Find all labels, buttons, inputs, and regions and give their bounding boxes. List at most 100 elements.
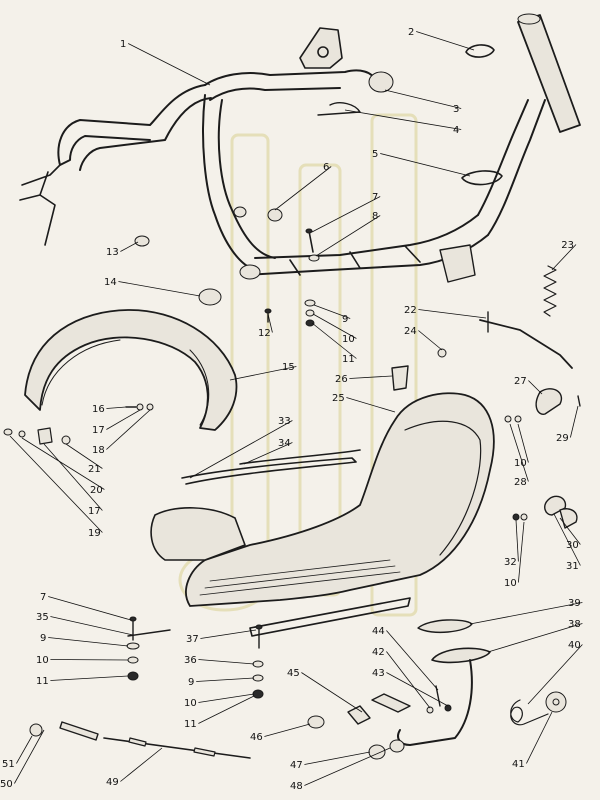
callout-label-c28: 28 — [514, 477, 527, 488]
callout-label-c16: 16 — [92, 404, 105, 415]
callout-label-c45: 45 — [287, 668, 300, 679]
main-frame — [19, 13, 581, 283]
callout-label-c10b: 10 — [514, 458, 527, 469]
leader-line-c27 — [528, 380, 543, 395]
callout-label-c3: 3 — [453, 104, 459, 115]
leader-line-c11c — [198, 695, 255, 724]
callout-label-c44: 44 — [372, 626, 385, 637]
callout-label-c10d: 10 — [36, 655, 49, 666]
callout-label-c17a: 17 — [92, 425, 105, 436]
callout-label-c8: 8 — [372, 211, 378, 222]
leader-line-c31 — [553, 513, 581, 566]
license-bracket-hardware — [3, 427, 71, 445]
callout-label-c40: 40 — [568, 640, 581, 651]
leader-line-c26 — [349, 375, 393, 379]
callout-label-c27: 27 — [514, 376, 527, 387]
leader-line-c21 — [65, 443, 103, 469]
leader-line-c38 — [487, 623, 583, 653]
callout-label-c48: 48 — [290, 781, 303, 792]
leader-line-c44 — [386, 630, 439, 691]
callout-label-c10e: 10 — [184, 698, 197, 709]
leader-line-c10b — [517, 423, 529, 463]
leader-line-c17b — [43, 443, 103, 511]
callout-label-c38: 38 — [568, 619, 581, 630]
callout-label-c21: 21 — [88, 464, 101, 475]
leader-line-c37 — [200, 629, 257, 639]
brake-rod-and-bolt — [29, 721, 251, 759]
leader-line-c5 — [380, 153, 471, 177]
callout-label-c37: 37 — [186, 634, 199, 645]
leader-line-c10a — [312, 313, 357, 339]
leader-line-c9b — [48, 637, 129, 647]
callout-label-c24: 24 — [404, 326, 417, 337]
leader-line-c2 — [416, 31, 475, 51]
leader-line-c49 — [120, 747, 163, 782]
leader-line-c45 — [301, 672, 363, 713]
callout-label-c43: 43 — [372, 668, 385, 679]
leader-line-c10d — [50, 659, 129, 661]
callout-label-c30: 30 — [566, 540, 579, 551]
callout-label-c12: 12 — [258, 328, 271, 339]
leader-line-c47 — [304, 751, 371, 765]
callout-label-c11b: 11 — [36, 676, 49, 687]
leg-shield-floorboard — [150, 392, 495, 637]
leader-line-c11a — [311, 322, 357, 359]
leader-line-c48 — [304, 747, 391, 786]
leader-line-c10c — [518, 521, 525, 583]
leader-line-c51 — [16, 735, 33, 764]
leader-line-c30 — [559, 517, 581, 545]
callout-label-c17b: 17 — [88, 506, 101, 517]
rear-fender — [24, 309, 238, 431]
callout-label-c18: 18 — [92, 445, 105, 456]
callout-label-c22: 22 — [404, 305, 417, 316]
callout-label-c9a: 9 — [342, 314, 348, 325]
leader-line-c9a — [313, 304, 351, 319]
leader-line-c3 — [384, 89, 462, 109]
callout-label-c47: 47 — [290, 760, 303, 771]
callout-label-c33: 33 — [278, 416, 291, 427]
callout-label-c19: 19 — [88, 528, 101, 539]
callout-label-c29: 29 — [556, 433, 569, 444]
callout-label-c15: 15 — [282, 362, 295, 373]
callout-label-c23: 23 — [561, 240, 574, 251]
small-hardware — [134, 44, 581, 529]
leader-line-c43 — [386, 672, 449, 707]
leader-line-c7a — [311, 196, 381, 233]
leader-line-c22 — [418, 309, 487, 319]
leader-line-c9c — [196, 677, 255, 682]
leader-line-c23 — [551, 244, 577, 271]
leader-line-c16 — [106, 406, 127, 409]
leader-line-c41 — [526, 711, 553, 764]
callout-label-c34: 34 — [278, 438, 291, 449]
leader-line-c32 — [515, 519, 519, 562]
callout-labels: 1234567891011121314151617181920211722232… — [0, 27, 581, 792]
callout-label-c26: 26 — [335, 374, 348, 385]
leader-line-c36 — [198, 659, 255, 665]
callout-label-c1: 1 — [120, 39, 126, 50]
leader-lines — [9, 31, 583, 786]
callout-label-c7b: 7 — [40, 592, 46, 603]
leader-line-c33 — [189, 420, 293, 479]
leader-line-c34 — [243, 442, 293, 465]
leader-line-c13 — [120, 241, 139, 252]
callout-label-c9c: 9 — [188, 677, 194, 688]
leader-line-c18 — [106, 409, 151, 450]
leader-line-c29 — [570, 405, 579, 438]
callout-label-c51: 51 — [2, 759, 15, 770]
callout-label-c13: 13 — [106, 247, 119, 258]
leader-line-c46 — [264, 723, 311, 737]
callout-label-c25: 25 — [332, 393, 345, 404]
leader-line-c39 — [469, 602, 583, 625]
callout-label-c50: 50 — [0, 779, 13, 790]
callout-label-c2: 2 — [408, 27, 414, 38]
callout-label-c10a: 10 — [342, 334, 355, 345]
callout-label-c46: 46 — [250, 732, 263, 743]
leader-line-c12 — [267, 313, 273, 333]
callout-label-c36: 36 — [184, 655, 197, 666]
callout-label-c11c: 11 — [184, 719, 197, 730]
leader-line-c10e — [198, 693, 255, 703]
leader-line-c20 — [21, 437, 105, 490]
leader-line-c35 — [50, 616, 134, 636]
